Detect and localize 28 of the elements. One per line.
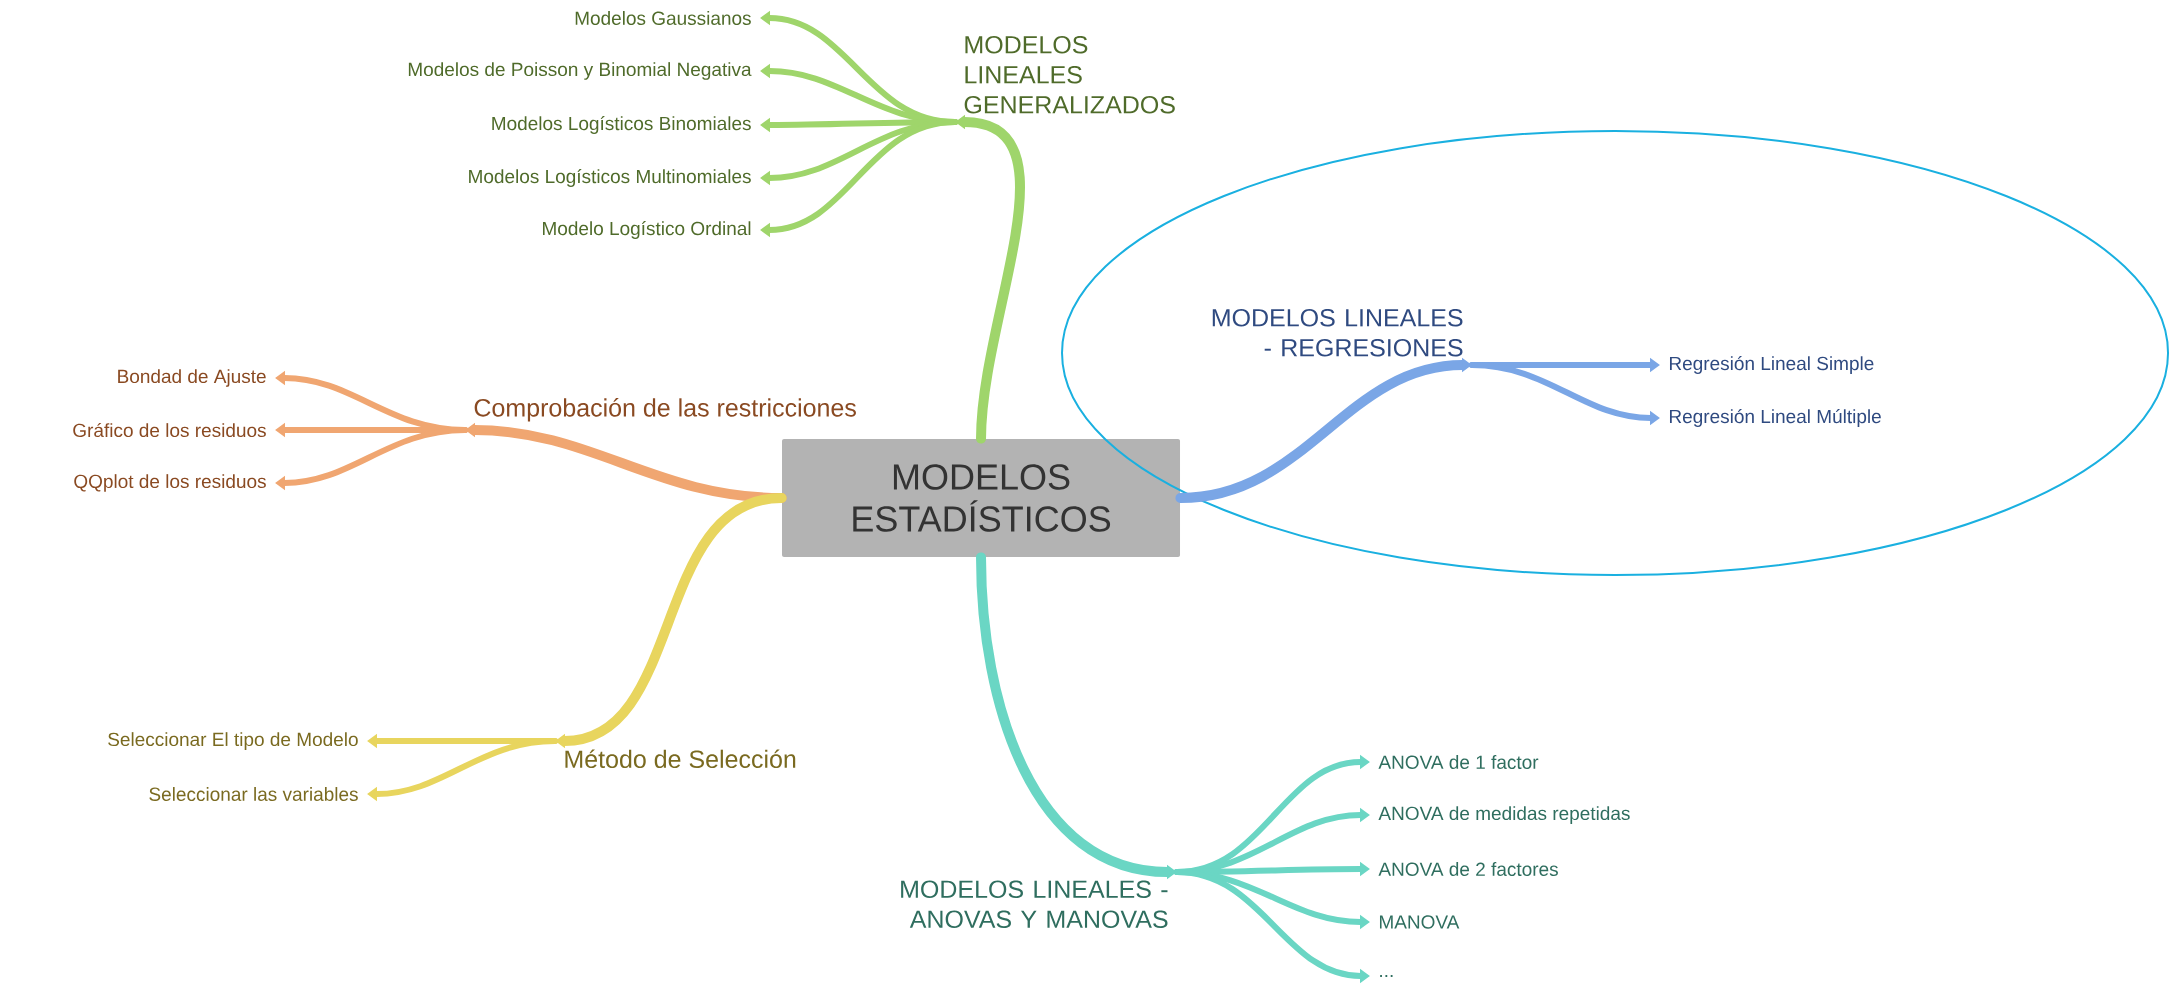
branch-arrow xyxy=(367,738,558,802)
leaf-label: Regresión Lineal Simple xyxy=(1670,356,1874,374)
branch-label: MODELOS LINEALES - ANOVAS Y MANOVAS xyxy=(901,880,1168,929)
leaf-label: ANOVA de medidas repetidas xyxy=(1378,806,1630,824)
leaf-label: Seleccionar las variables xyxy=(149,787,358,801)
branch-arrow xyxy=(760,119,958,238)
branch-label: MODELOS LINEALES - REGRESIONES xyxy=(1212,308,1463,357)
leaf-label: ANOVA de 1 factor xyxy=(1378,755,1539,769)
leaf-label: QQplot de los residuos xyxy=(74,474,266,492)
branch-label: Método de Selección xyxy=(565,749,796,769)
leaf-label: Modelos Gaussianos xyxy=(575,11,751,25)
branch-arrow xyxy=(1175,357,1472,503)
leaf-label: Modelos Logísticos Multinomiales xyxy=(469,169,751,187)
branch-arrow xyxy=(555,493,787,749)
branch-arrow xyxy=(275,427,468,491)
leaf-label: Gráfico de los residuos xyxy=(73,422,266,438)
leaf-label: Modelos de Poisson y Binomial Negativa xyxy=(408,62,752,80)
leaf-label: Seleccionar El tipo de Modelo xyxy=(108,732,358,750)
leaf-label: Regresión Lineal Múltiple xyxy=(1670,409,1881,427)
branch-label: MODELOS LINEALES GENERALIZADOS xyxy=(964,35,1175,114)
leaf-label: ANOVA de 2 factores xyxy=(1378,862,1558,876)
leaf-label: ... xyxy=(1380,975,1393,978)
leaf-label: Modelo Logístico Ordinal xyxy=(543,221,751,239)
leaf-label: Modelos Logísticos Binomiales xyxy=(492,116,751,134)
leaf-label: Bondad de Ajuste xyxy=(118,369,266,387)
branch-label: Comprobación de las restricciones xyxy=(474,398,856,422)
leaf-label: MANOVA xyxy=(1380,915,1460,929)
central-topic-box: MODELOS ESTADÍSTICOS xyxy=(782,439,1180,557)
